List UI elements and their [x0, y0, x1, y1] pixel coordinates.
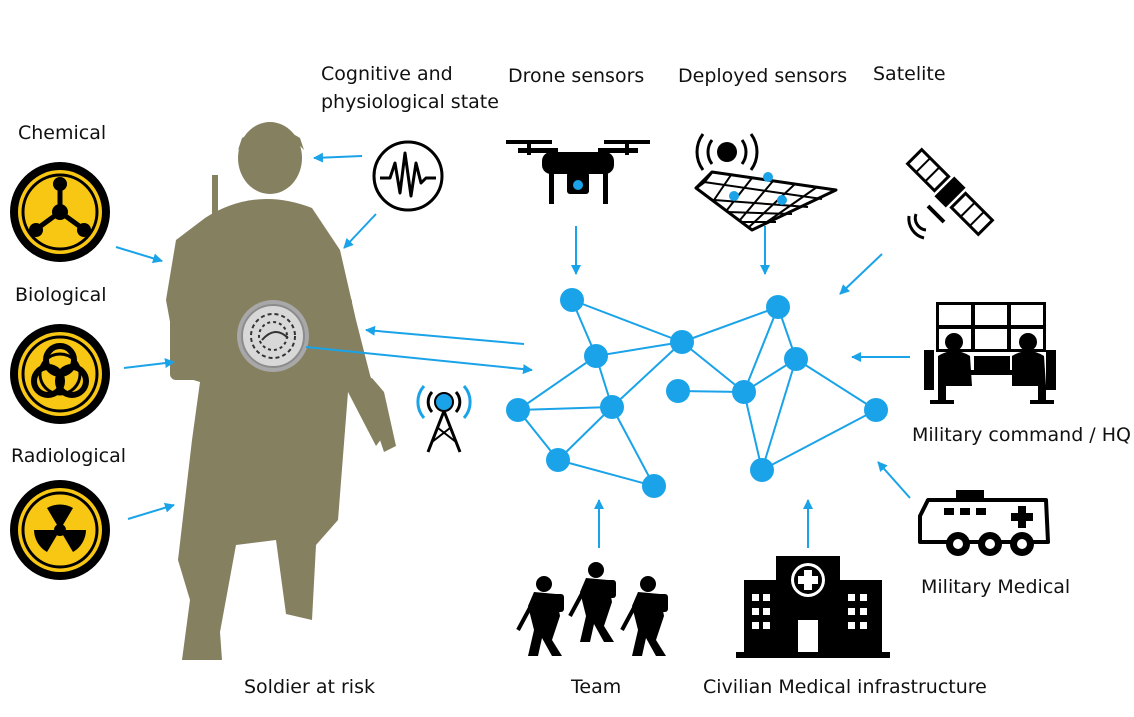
network-node	[560, 288, 584, 312]
arrow-radiological-to-soldier	[127, 502, 175, 520]
network-node	[864, 398, 888, 422]
arrow-chemical-to-soldier	[115, 246, 163, 264]
label-drone-sensors: Drone sensors	[508, 65, 645, 87]
network-node	[584, 344, 608, 368]
label-deployed-sensors: Deployed sensors	[678, 65, 848, 87]
label-team: Team	[571, 676, 622, 698]
label-military-medical: Military Medical	[921, 576, 1071, 598]
radio-tower-icon	[416, 385, 472, 453]
network-node	[666, 379, 690, 403]
military-ambulance-icon	[918, 490, 1050, 556]
arrow-medical-to-network	[877, 461, 911, 499]
label-satellite: Satelite	[873, 63, 946, 85]
biohazard-icon	[10, 324, 110, 424]
network-node	[732, 380, 756, 404]
label-civilian-medical: Civilian Medical infrastructure	[703, 676, 987, 698]
arrow-satellite-to-network	[839, 253, 883, 295]
label-soldier-at-risk: Soldier at risk	[244, 676, 375, 698]
arrow-sensor-to-network	[305, 346, 533, 375]
network-edges	[517, 299, 877, 487]
waveform-icon	[372, 140, 444, 212]
network-node	[506, 398, 530, 422]
arrow-cognitive-to-soldier-body	[343, 213, 377, 249]
label-chemical: Chemical	[18, 122, 107, 144]
wearable-sensor-icon	[237, 300, 309, 372]
label-military-command: Military command / HQ	[912, 424, 1131, 446]
network-nodes	[506, 288, 888, 498]
arrow-biological-to-soldier	[123, 358, 175, 369]
arrow-cognitive-to-soldier-head	[313, 152, 363, 163]
flow-arrows	[115, 152, 911, 548]
deployed-sensor-map-icon	[694, 133, 838, 232]
arrow-network-to-soldier	[365, 325, 525, 345]
network-node	[750, 458, 774, 482]
drone-icon	[506, 140, 650, 204]
satellite-icon	[905, 147, 995, 240]
network-node	[766, 295, 790, 319]
network-node	[600, 395, 624, 419]
soldier-silhouette	[166, 122, 396, 660]
label-radiological: Radiological	[11, 445, 127, 467]
label-cognitive-line1: Cognitive and	[321, 63, 453, 85]
command-center-icon	[924, 302, 1056, 404]
radiation-icon	[10, 480, 110, 580]
chemical-hazard-icon	[10, 162, 110, 262]
network-node	[670, 330, 694, 354]
network-node	[784, 347, 808, 371]
network-node	[546, 448, 570, 472]
hospital-icon	[736, 556, 890, 658]
network-node	[642, 474, 666, 498]
soldier-team-icon	[516, 562, 668, 656]
label-cognitive-line2: physiological state	[321, 91, 499, 113]
label-biological: Biological	[15, 284, 107, 306]
